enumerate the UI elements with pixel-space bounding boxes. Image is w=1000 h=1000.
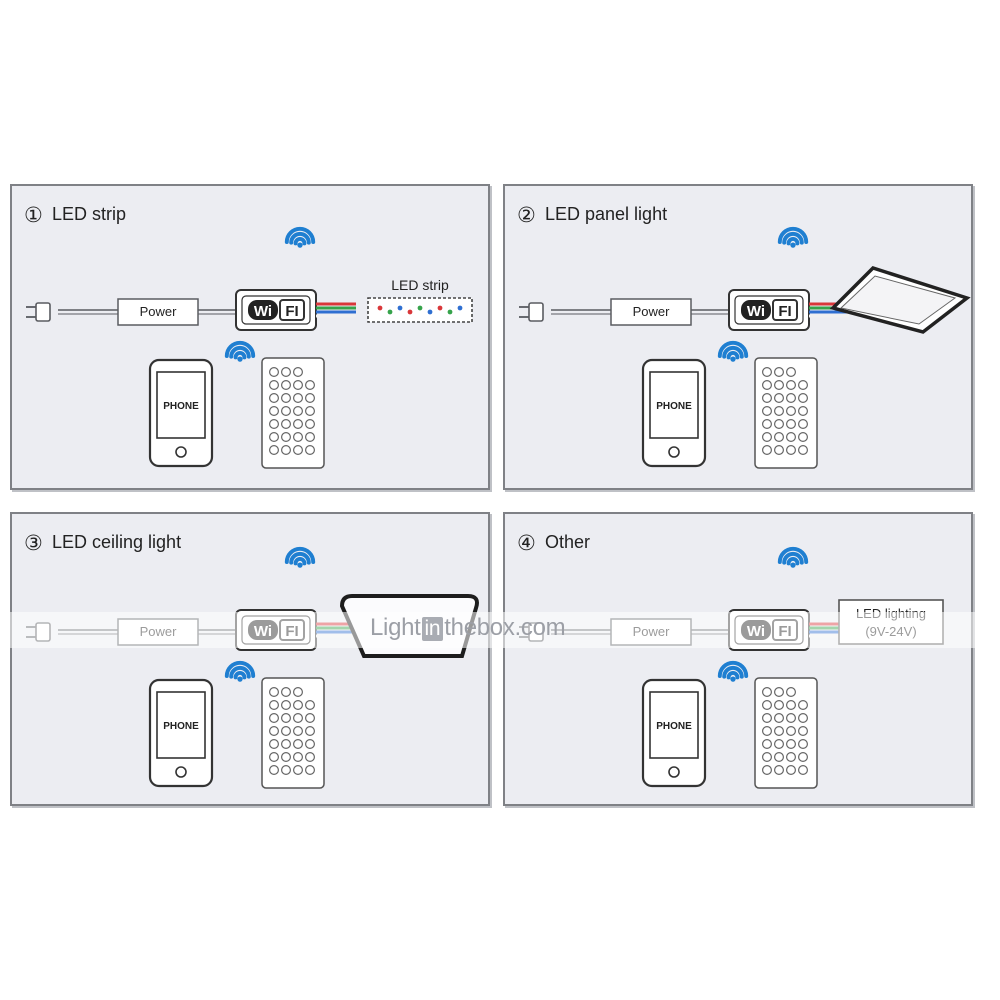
panel-number: ④ [517, 532, 536, 555]
panel-title-text: LED ceiling light [52, 532, 181, 552]
wifi-label-right: FI [778, 623, 791, 640]
wifi-controller-icon: Wi FI [235, 289, 317, 331]
phone-label: PHONE [163, 721, 199, 732]
phone-icon: PHONE [148, 678, 214, 788]
plug-icon [519, 302, 544, 322]
panel-title: ④ Other [517, 532, 590, 555]
load-label-line1: LED lighting [856, 606, 926, 621]
led-panel-light [829, 266, 971, 334]
wifi-signal-icon [717, 340, 749, 362]
plug-icon [519, 622, 544, 642]
phone-icon: PHONE [641, 678, 707, 788]
panel-number: ③ [24, 532, 43, 555]
wifi-label-left: Wi [254, 303, 272, 320]
remote-control-icon [754, 357, 818, 469]
wifi-signal-icon [224, 660, 256, 682]
panel-title-text: LED panel light [545, 204, 667, 224]
wifi-label-right: FI [778, 303, 791, 320]
panel-title-text: Other [545, 532, 590, 552]
power-box: Power [117, 618, 199, 646]
phone-icon: PHONE [148, 358, 214, 468]
power-label: Power [140, 624, 178, 639]
wifi-signal-icon [777, 226, 809, 248]
power-label: Power [633, 304, 671, 319]
phone-icon: PHONE [641, 358, 707, 468]
power-box: Power [610, 618, 692, 646]
wifi-controller-icon: Wi FI [728, 289, 810, 331]
panel-title: ① LED strip [24, 204, 126, 227]
led-ceiling-light [339, 594, 479, 658]
plug-icon [26, 622, 51, 642]
led-strip-label: LED strip [391, 277, 449, 293]
phone-label: PHONE [656, 721, 692, 732]
wifi-signal-icon [224, 340, 256, 362]
wifi-signal-icon [777, 546, 809, 568]
panel-title: ③ LED ceiling light [24, 532, 181, 555]
panel-title: ② LED panel light [517, 204, 667, 227]
panel-title-text: LED strip [52, 204, 126, 224]
plug-icon [26, 302, 51, 322]
wifi-label-right: FI [285, 303, 298, 320]
power-label: Power [140, 304, 178, 319]
power-label: Power [633, 624, 671, 639]
wifi-label-left: Wi [747, 303, 765, 320]
wifi-signal-icon [284, 546, 316, 568]
wifi-label-left: Wi [254, 623, 272, 640]
led-lighting-box: LED lighting (9V-24V) [838, 599, 944, 645]
wifi-controller-icon: Wi FI [728, 609, 810, 651]
wifi-label-right: FI [285, 623, 298, 640]
wifi-controller-icon: Wi FI [235, 609, 317, 651]
phone-label: PHONE [656, 401, 692, 412]
wifi-label-left: Wi [747, 623, 765, 640]
power-box: Power [117, 298, 199, 326]
wifi-signal-icon [284, 226, 316, 248]
led-strip: LED strip [367, 277, 473, 323]
remote-control-icon [261, 677, 325, 789]
panel-number: ② [517, 204, 536, 227]
wifi-signal-icon [717, 660, 749, 682]
remote-control-icon [754, 677, 818, 789]
phone-label: PHONE [163, 401, 199, 412]
load-label-line2: (9V-24V) [865, 624, 916, 639]
remote-control-icon [261, 357, 325, 469]
panel-number: ① [24, 204, 43, 227]
power-box: Power [610, 298, 692, 326]
